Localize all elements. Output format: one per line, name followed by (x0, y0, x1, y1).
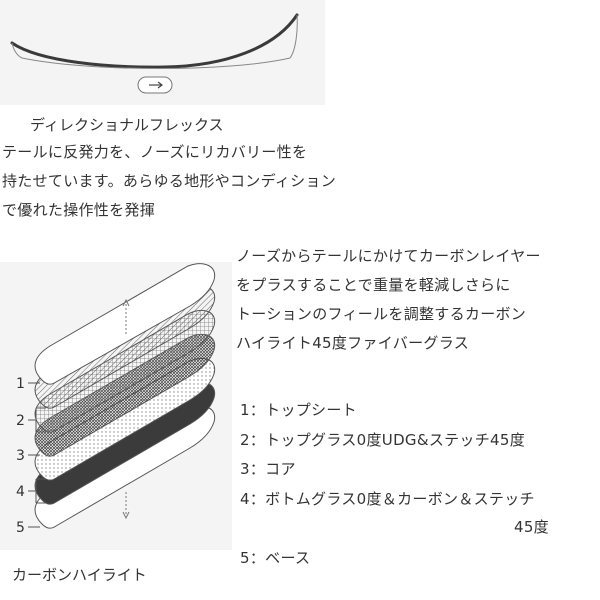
description-line: ハイライト45度ファイバーグラス (236, 334, 469, 352)
legend-item-base: 5：ベース (240, 548, 311, 567)
legend-item-bottom-glass-continuation: 45度 (514, 518, 549, 536)
layer-construction-diagram: 1 2 3 4 5 (0, 262, 232, 550)
directional-flex-description: テールに反発力を、ノーズにリカバリー性を 持たせています。あらゆる地形やコンディ… (2, 138, 336, 225)
legend-item-core: 3：コア (240, 460, 296, 478)
legend-item-top-glass: 2：トップグラス0度UDG&ステッチ45度 (240, 430, 526, 449)
layer-top-sheet (34, 263, 216, 385)
description-line: ノーズからテールにかけてカーボンレイヤー (236, 247, 541, 265)
board-profile-drawing (10, 13, 299, 94)
legend-item-bottom-glass: 4：ボトムグラス0度＆カーボン＆ステッチ (240, 489, 535, 508)
label-leader-lines (28, 382, 46, 528)
description-line: 持たせています。あらゆる地形やコンディション (2, 172, 337, 190)
layer-label-4: 4 (16, 484, 25, 500)
layer-direction-arrows (122, 298, 130, 520)
description-line: で優れた操作性を発揮 (2, 201, 156, 219)
camber-profile-illustration (0, 0, 325, 105)
description-line: をプラスすることで重量を軽減しさらに (236, 276, 511, 294)
legend-item-top-sheet: 1：トップシート (240, 401, 357, 419)
directional-flex-heading: ディレクショナルフレックス (30, 116, 224, 134)
board-layers-drawing: 1 2 3 4 5 (16, 263, 216, 536)
layer-label-3: 3 (16, 448, 25, 464)
carbon-highlight-caption: カーボンハイライト (12, 566, 147, 584)
layer-label-2: 2 (16, 413, 25, 429)
layer-label-1: 1 (16, 376, 25, 392)
carbon-highlight-description: ノーズからテールにかけてカーボンレイヤー をプラスすることで重量を軽減しさらに … (236, 242, 541, 358)
layer-label-5: 5 (16, 520, 25, 536)
description-line: トーションのフィールを調整するカーボン (236, 305, 527, 323)
right-arrow-icon (137, 76, 173, 94)
description-line: テールに反発力を、ノーズにリカバリー性を (2, 143, 308, 161)
layer-legend: 1：トップシート 2：トップグラス0度UDG&ステッチ45度 3：コア 4：ボト… (240, 396, 535, 573)
